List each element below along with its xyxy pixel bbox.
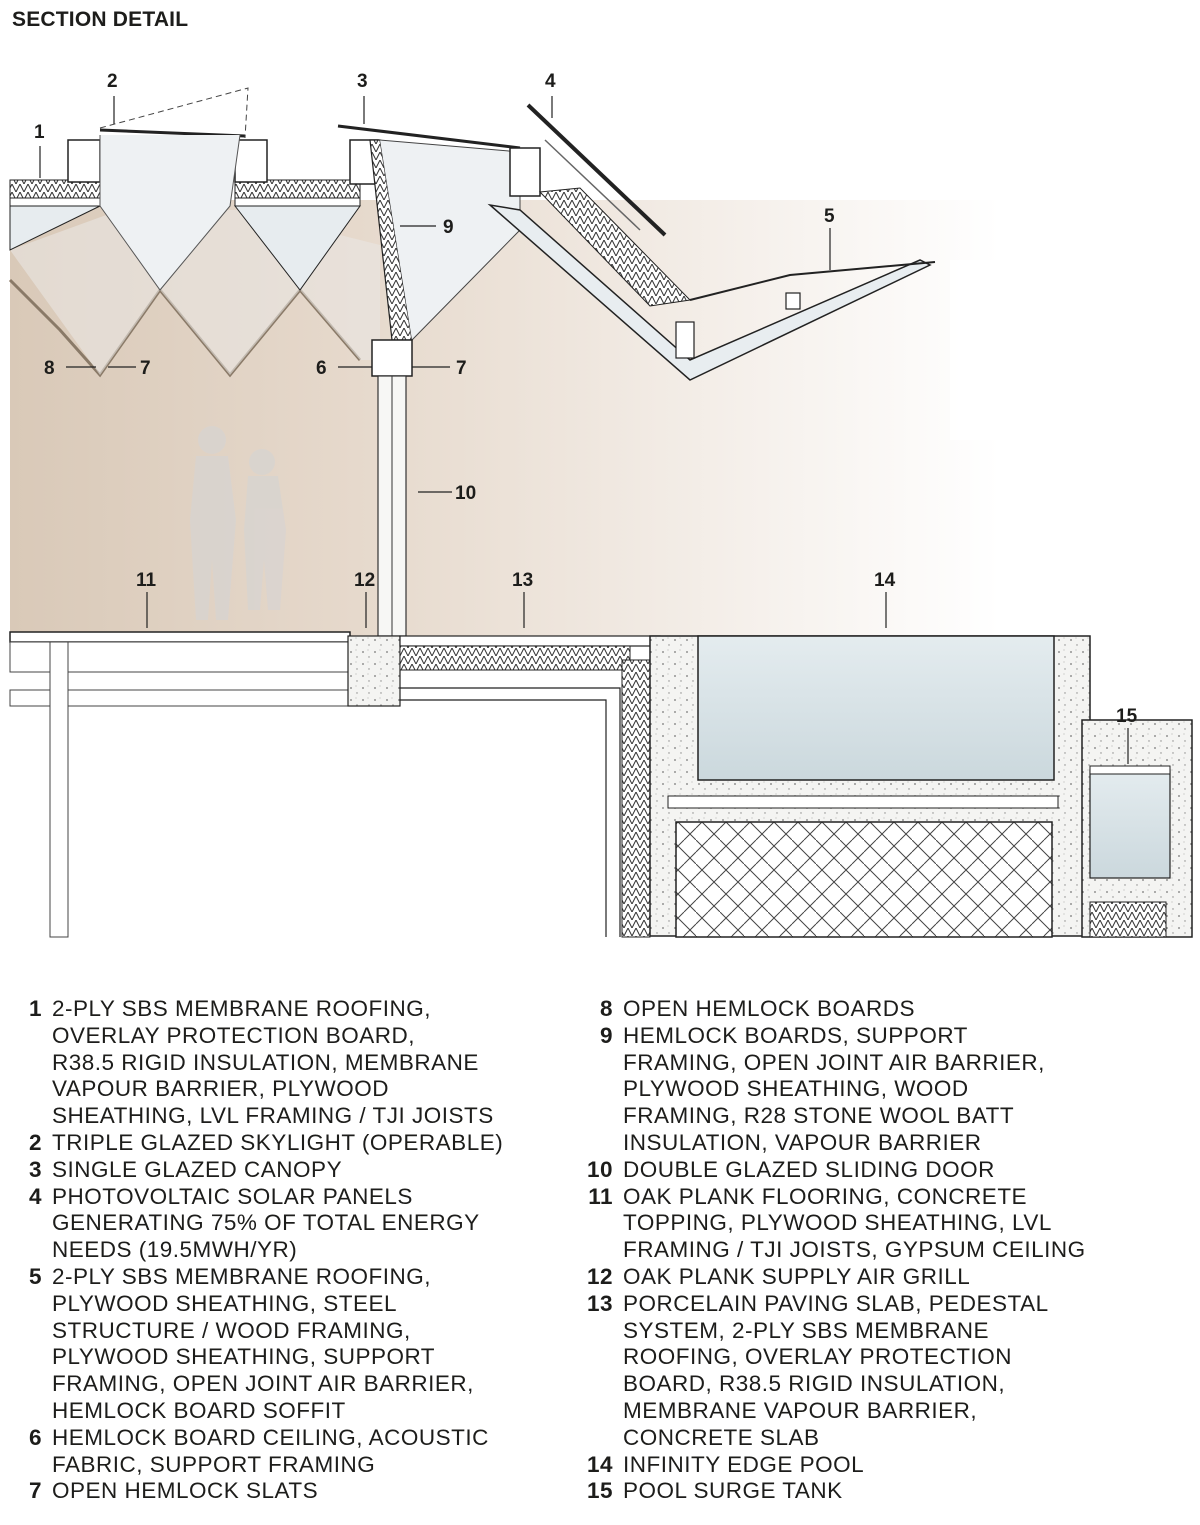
legend-item: 6 HEMLOCK BOARD CEILING, ACOUSTIC FABRIC,… — [10, 1425, 570, 1479]
surge-tank — [1081, 719, 1193, 938]
legend-number: 1 — [28, 996, 42, 1021]
legend-text: OAK PLANK SUPPLY AIR GRILL — [623, 1263, 971, 1289]
callout-14: 14 — [874, 570, 896, 591]
callout-7b: 7 — [456, 358, 467, 379]
legend-item: 5 2-PLY SBS MEMBRANE ROOFING, PLYWOOD SHE… — [10, 1264, 570, 1425]
legend-number: 2 — [28, 1129, 42, 1155]
legend-item: 14 INFINITY EDGE POOL — [575, 1452, 1190, 1479]
callout-7a: 7 — [140, 358, 151, 379]
legend-number: 14 — [586, 1451, 613, 1477]
legend-number: 6 — [28, 1424, 42, 1450]
legend-item: 4 PHOTOVOLTAIC SOLAR PANELS GENERATING 75… — [10, 1184, 570, 1264]
legend-item: 3 SINGLE GLAZED CANOPY — [10, 1157, 570, 1184]
legend-item: 2 TRIPLE GLAZED SKYLIGHT (OPERABLE) — [10, 1130, 570, 1157]
callout-12: 12 — [354, 570, 375, 591]
legend-text: INFINITY EDGE POOL — [623, 1451, 865, 1477]
legend-text: POOL SURGE TANK — [623, 1478, 843, 1504]
callout-11: 11 — [136, 570, 157, 591]
legend-text: 2-PLY SBS MEMBRANE ROOFING, PLYWOOD SHEA… — [52, 1263, 474, 1423]
legend-number: 13 — [586, 1290, 613, 1316]
callout-8: 8 — [44, 358, 55, 379]
skylight — [67, 87, 268, 291]
legend-number: 12 — [586, 1263, 613, 1289]
legend-number: 11 — [588, 1183, 613, 1209]
section-drawing: 1 2 3 4 5 6 7 7 8 9 10 11 12 13 14 15 — [8, 71, 1200, 938]
legend-number: 8 — [599, 996, 613, 1021]
roof-assembly-left — [9, 179, 361, 291]
legend-text: OPEN HEMLOCK BOARDS — [623, 996, 916, 1021]
legend-text: HEMLOCK BOARDS, SUPPORT FRAMING, OPEN JO… — [623, 1022, 1045, 1155]
legend-item: 8 OPEN HEMLOCK BOARDS — [575, 996, 1190, 1023]
callout-labels: 1 2 3 4 5 6 7 7 8 9 10 11 12 13 14 15 — [34, 71, 1138, 727]
legend-item: 15 POOL SURGE TANK — [575, 1478, 1190, 1505]
legend-text: PHOTOVOLTAIC SOLAR PANELS GENERATING 75%… — [52, 1183, 480, 1263]
sliding-door — [377, 375, 407, 637]
callout-10: 10 — [455, 483, 476, 504]
legend-right-column: 8 OPEN HEMLOCK BOARDS 9 HEMLOCK BOARDS, SU… — [575, 996, 1190, 1505]
roof-assembly-right — [487, 147, 936, 381]
legend-number: 5 — [28, 1263, 42, 1289]
callout-4: 4 — [545, 71, 556, 92]
legend-number: 9 — [599, 1022, 613, 1048]
page-title: SECTION DETAIL — [12, 8, 189, 31]
callout-5: 5 — [824, 206, 835, 227]
callout-3: 3 — [357, 71, 368, 92]
people-silhouettes — [190, 426, 286, 620]
callout-6: 6 — [316, 358, 327, 379]
legend-text: OPEN HEMLOCK SLATS — [52, 1478, 319, 1504]
callout-1: 1 — [34, 122, 45, 143]
legend-left-column: 1 2-PLY SBS MEMBRANE ROOFING, OVERLAY PRO… — [10, 996, 570, 1505]
callout-13: 13 — [512, 570, 533, 591]
legend-text: OAK PLANK FLOORING, CONCRETE TOPPING, PL… — [623, 1183, 1086, 1263]
legend-number: 7 — [28, 1478, 42, 1504]
legend-text: DOUBLE GLAZED SLIDING DOOR — [623, 1156, 995, 1182]
legend-number: 3 — [28, 1156, 42, 1182]
sky-light-area — [950, 260, 1200, 440]
legend-text: TRIPLE GLAZED SKYLIGHT (OPERABLE) — [52, 1129, 504, 1155]
legend-text: 2-PLY SBS MEMBRANE ROOFING, OVERLAY PROT… — [52, 996, 494, 1129]
legend-item: 9 HEMLOCK BOARDS, SUPPORT FRAMING, OPEN J… — [575, 1023, 1190, 1157]
legend-number: 10 — [586, 1156, 613, 1182]
leader-lines — [39, 96, 1129, 764]
callout-2: 2 — [107, 71, 118, 92]
legend-item: 12 OAK PLANK SUPPLY AIR GRILL — [575, 1264, 1190, 1291]
legend-text: SINGLE GLAZED CANOPY — [52, 1156, 343, 1182]
pool — [649, 635, 1091, 938]
legend-item: 1 2-PLY SBS MEMBRANE ROOFING, OVERLAY PRO… — [10, 996, 570, 1130]
solar-panel — [526, 103, 667, 237]
canopy-and-wall — [337, 124, 521, 377]
callout-9: 9 — [443, 217, 454, 238]
legend-item: 10 DOUBLE GLAZED SLIDING DOOR — [575, 1157, 1190, 1184]
floor-slab — [9, 631, 661, 938]
legend-number: 15 — [586, 1478, 613, 1504]
legend-item: 7 OPEN HEMLOCK SLATS — [10, 1478, 570, 1505]
legend-text: PORCELAIN PAVING SLAB, PEDESTAL SYSTEM, … — [623, 1290, 1049, 1450]
legend-number: 4 — [28, 1183, 42, 1209]
legend-text: HEMLOCK BOARD CEILING, ACOUSTIC FABRIC, … — [52, 1424, 489, 1477]
legend-item: 11 OAK PLANK FLOORING, CONCRETE TOPPING, … — [575, 1184, 1190, 1264]
legend-item: 13 PORCELAIN PAVING SLAB, PEDESTAL SYSTEM… — [575, 1291, 1190, 1452]
callout-15: 15 — [1116, 706, 1138, 727]
